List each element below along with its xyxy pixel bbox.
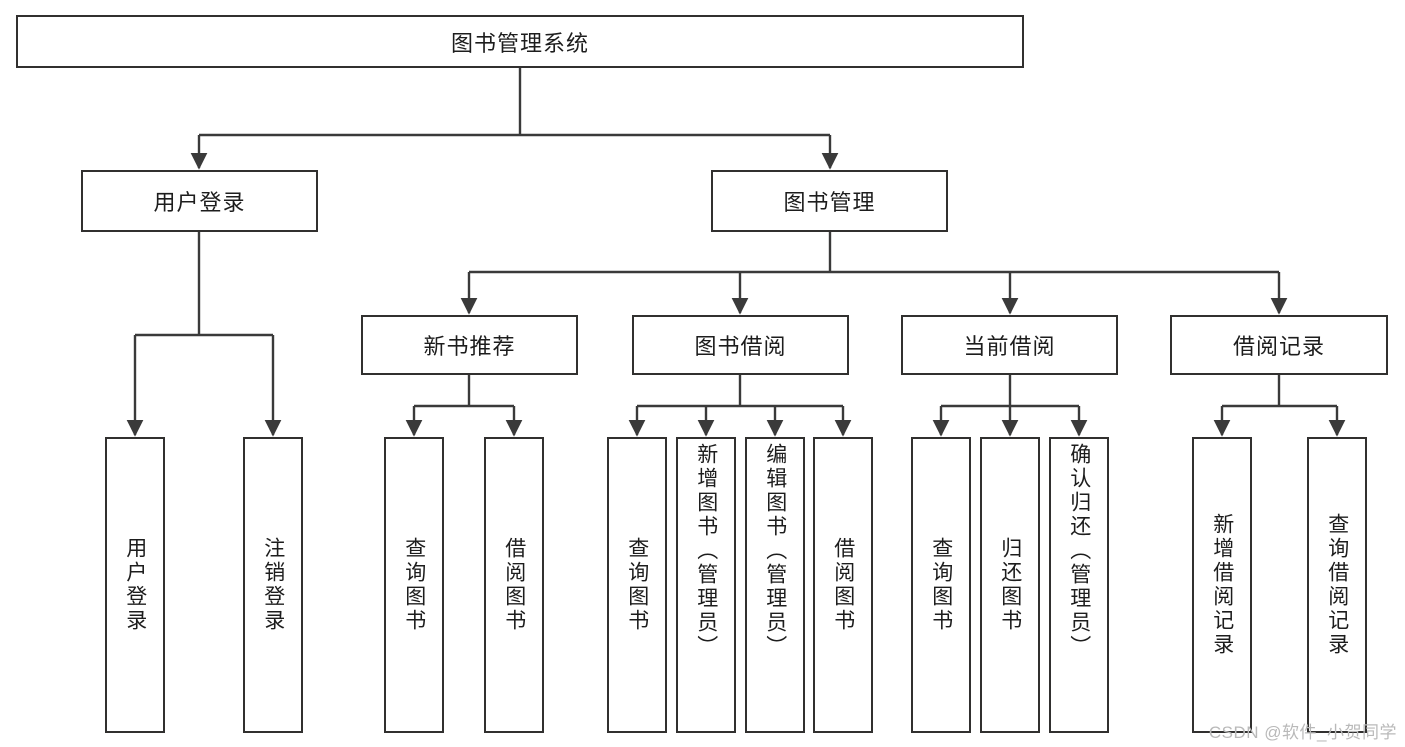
node-label: 新增借阅记录 [1210,513,1234,657]
node-label: 新书推荐 [423,334,516,359]
node-label: 借阅图书 [502,537,526,633]
node-new-book-recommend[interactable]: 新书推荐 [361,315,578,375]
leaf-book-borrow-query-book[interactable]: 查询图书 [607,437,667,733]
node-label: 查询图书 [625,537,649,633]
watermark-csdn: CSDN @软件_小贺同学 [1208,723,1397,742]
node-label: 当前借阅 [963,334,1056,359]
leaf-user-login-sign-in[interactable]: 用户登录 [105,437,165,733]
leaf-borrow-record-add-record[interactable]: 新增借阅记录 [1192,437,1252,733]
node-current-borrow[interactable]: 当前借阅 [901,315,1118,375]
node-user-login[interactable]: 用户登录 [81,170,318,232]
node-label: 编辑图书（管理员） [763,443,787,659]
node-borrow-record[interactable]: 借阅记录 [1170,315,1388,375]
leaf-book-borrow-add-book-admin[interactable]: 新增图书（管理员） [676,437,736,733]
node-label: 查询图书 [929,537,953,633]
node-label: 图书管理系统 [450,30,589,56]
node-label: 归还图书 [998,537,1022,633]
node-label: 新增图书（管理员） [694,443,718,659]
leaf-current-borrow-confirm-return-admin[interactable]: 确认归还（管理员） [1049,437,1109,733]
leaf-borrow-record-query-record[interactable]: 查询借阅记录 [1307,437,1367,733]
node-label: 借阅记录 [1232,334,1325,359]
node-book-borrow[interactable]: 图书借阅 [632,315,849,375]
leaf-book-borrow-borrow-book[interactable]: 借阅图书 [813,437,873,733]
node-label: 用户登录 [123,537,147,633]
node-label: 查询借阅记录 [1325,513,1349,657]
node-label: 查询图书 [402,537,426,633]
leaf-current-borrow-return-book[interactable]: 归还图书 [980,437,1040,733]
node-label: 用户登录 [153,190,246,215]
leaf-new-book-borrow-book[interactable]: 借阅图书 [484,437,544,733]
node-label: 借阅图书 [831,537,855,633]
node-root-book-management-system[interactable]: 图书管理系统 [16,15,1024,68]
leaf-book-borrow-edit-book-admin[interactable]: 编辑图书（管理员） [745,437,805,733]
leaf-current-borrow-query-book[interactable]: 查询图书 [911,437,971,733]
node-book-management[interactable]: 图书管理 [711,170,948,232]
node-label: 确认归还（管理员） [1067,443,1091,659]
node-label: 注销登录 [261,537,285,633]
leaf-user-login-sign-out[interactable]: 注销登录 [243,437,303,733]
leaf-new-book-query-book[interactable]: 查询图书 [384,437,444,733]
node-label: 图书管理 [783,190,876,215]
node-label: 图书借阅 [694,334,787,359]
